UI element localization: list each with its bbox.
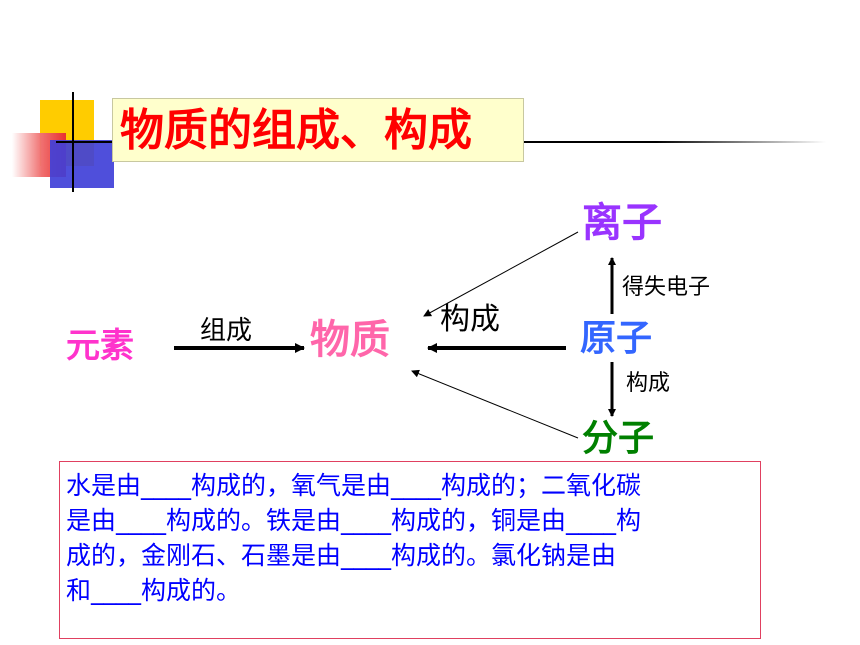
label-construct-down: 构成 bbox=[626, 371, 671, 396]
node-element: 元素 bbox=[66, 326, 134, 366]
node-matter: 物质 bbox=[310, 317, 390, 363]
node-ion: 离子 bbox=[582, 200, 662, 246]
corner-blue-square bbox=[50, 140, 114, 188]
node-molecule: 分子 bbox=[582, 418, 655, 459]
label-construct-main: 构成 bbox=[440, 302, 500, 337]
label-gain-lose-electrons: 得失电子 bbox=[622, 275, 711, 300]
question-line-2: 是由____构成的。铁是由____构成的，铜是由____构 bbox=[66, 506, 642, 535]
question-line-1: 水是由____构成的，氧气是由____构成的；二氧化碳 bbox=[66, 471, 642, 500]
page-title: 物质的组成、构成 bbox=[120, 105, 472, 156]
arrow-ion-to-matter bbox=[423, 231, 579, 317]
label-compose: 组成 bbox=[200, 316, 253, 346]
question-line-3: 成的，金刚石、石墨是由____构成的。氯化钠是由 bbox=[66, 541, 617, 570]
node-atom: 原子 bbox=[580, 318, 653, 359]
title-box bbox=[112, 98, 524, 162]
title-underline-fade bbox=[656, 141, 826, 143]
arrow-molecule-to-matter bbox=[411, 369, 579, 439]
question-line-4: 和____构成的。 bbox=[66, 576, 242, 605]
question-box bbox=[59, 461, 761, 639]
question-text: 水是由____构成的，氧气是由____构成的；二氧化碳 是由____构成的。铁是… bbox=[66, 468, 756, 608]
